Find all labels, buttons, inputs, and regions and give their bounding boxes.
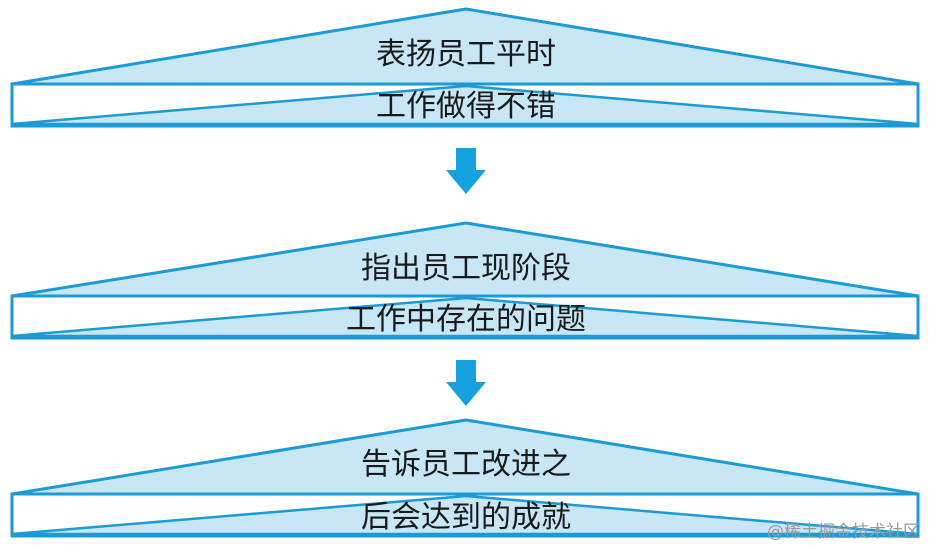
step-2-block: 指出员工现阶段 工作中存在的问题 bbox=[10, 221, 920, 340]
step-2-line-2: 工作中存在的问题 bbox=[346, 302, 586, 337]
step-3-line-1: 告诉员工改进之 bbox=[361, 447, 571, 482]
arrow-down-icon bbox=[446, 360, 486, 406]
step-1-line-1: 表扬员工平时 bbox=[376, 37, 556, 72]
step-3-line-2: 后会达到的成就 bbox=[361, 500, 571, 535]
step-1-block: 表扬员工平时 工作做得不错 bbox=[10, 7, 920, 128]
arrow-down-icon bbox=[446, 148, 486, 194]
step-2-wedge bbox=[10, 296, 920, 338]
step-3-block: 告诉员工改进之 后会达到的成就 bbox=[10, 418, 920, 538]
step-3-wedge bbox=[10, 494, 920, 536]
watermark: @稀土掘金技术社区 bbox=[767, 522, 920, 542]
step-1-line-2: 工作做得不错 bbox=[376, 89, 556, 124]
step-2-line-1: 指出员工现阶段 bbox=[361, 251, 571, 286]
step-1-wedge bbox=[10, 84, 920, 126]
